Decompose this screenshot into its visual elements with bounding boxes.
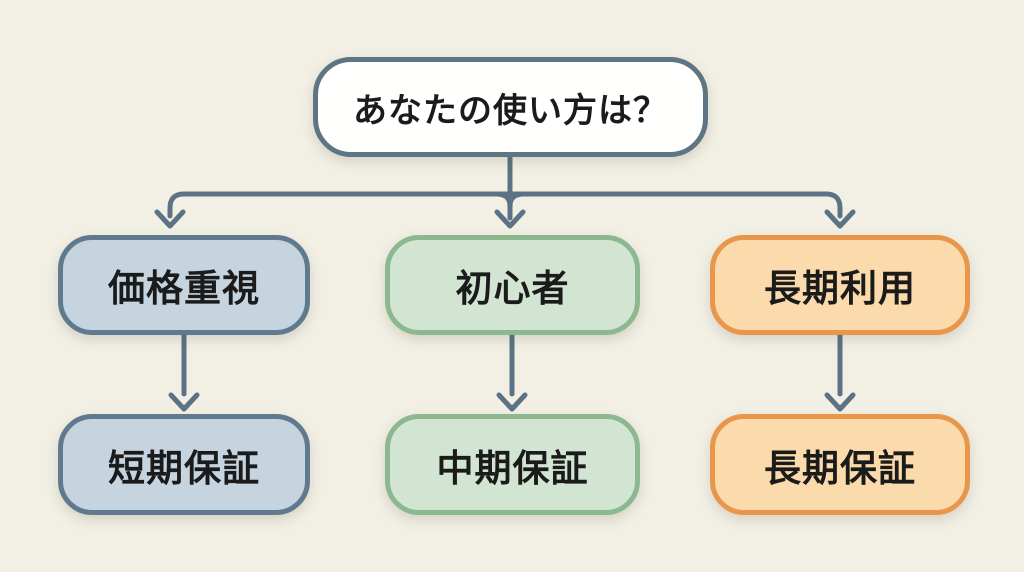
node-branch-longterm-label: 長期利用: [764, 268, 916, 309]
arrowhead-left-icon: [154, 209, 186, 229]
node-branch-price: 価格重視: [58, 235, 310, 335]
arrowhead-right-icon: [824, 209, 856, 229]
node-branch-longterm: 長期利用: [710, 235, 970, 335]
node-result-long-warranty: 長期保証: [710, 414, 970, 515]
node-result-mid-warranty-label: 中期保証: [436, 447, 589, 489]
arrowhead-longterm-icon: [824, 392, 856, 412]
node-branch-beginner-label: 初心者: [455, 268, 570, 309]
node-root-label: あなたの使い方は？: [353, 91, 668, 130]
connector-junction-fillet-left: [493, 191, 513, 209]
node-branch-beginner: 初心者: [385, 235, 640, 335]
node-result-long-warranty-label: 長期保証: [764, 447, 916, 489]
node-result-short-warranty: 短期保証: [58, 414, 310, 515]
node-result-mid-warranty: 中期保証: [385, 414, 640, 515]
arrowhead-price-icon: [168, 392, 200, 412]
node-branch-price-label: 価格重視: [108, 268, 260, 309]
connector-junction-fillet-right: [507, 191, 527, 209]
node-result-short-warranty-label: 短期保証: [108, 447, 260, 489]
connector-branch-bar: [167, 191, 843, 219]
arrowhead-mid-icon: [494, 209, 526, 229]
node-root-question: あなたの使い方は？: [313, 57, 708, 157]
arrowhead-beginner-icon: [496, 392, 528, 412]
